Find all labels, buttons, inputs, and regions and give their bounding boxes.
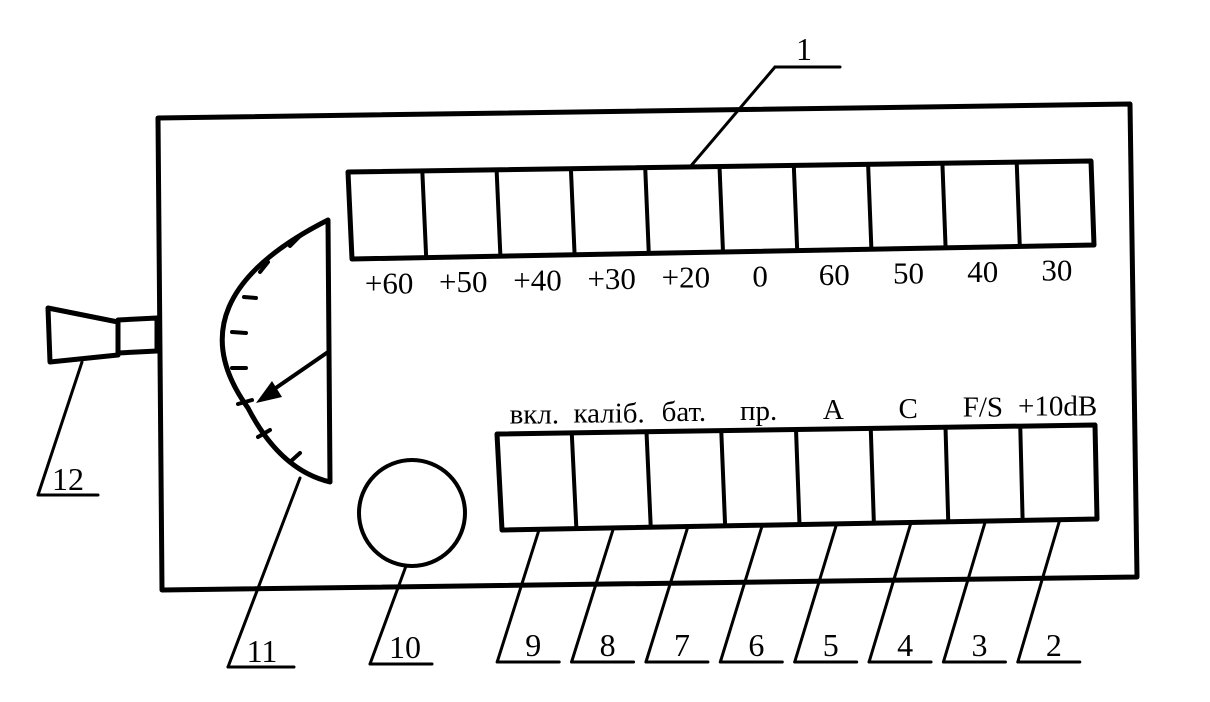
range-cell-divider: [568, 166, 577, 257]
button-callout-number: 4: [897, 627, 913, 663]
button-callout-leader: [793, 522, 839, 664]
scale-label: 50: [893, 256, 924, 291]
range-cell-divider: [420, 168, 429, 260]
button-callout-leader: [1016, 518, 1062, 664]
button-label: бат.: [662, 396, 707, 428]
meter-tick: [236, 398, 254, 406]
scale-label: +50: [439, 264, 487, 299]
button-callout-leader: [570, 526, 616, 664]
button-callout-number: 8: [600, 627, 616, 663]
button-label: A: [823, 394, 844, 426]
microphone: [45, 305, 160, 365]
callout-knob: 10: [368, 564, 434, 666]
scale-label: 0: [752, 258, 768, 293]
button-callout-leader: [941, 519, 987, 664]
scale-labels: +60 +50 +40 +30 +20 0 60 50 40 30: [365, 253, 1073, 301]
button-callout-number: 7: [674, 627, 690, 663]
scale-label: 60: [819, 257, 850, 292]
analog-meter: [219, 217, 333, 485]
button-callout-leader: [867, 520, 913, 664]
button-cell-divider: [868, 426, 876, 526]
round-knob: [357, 458, 467, 568]
button-cell-divider: [569, 430, 579, 531]
button-callout-leader: [495, 527, 541, 664]
range-cell-divider: [866, 162, 874, 252]
range-cell-divider: [643, 165, 651, 256]
meter-tick: [288, 451, 302, 464]
button-callout-leader: [718, 523, 764, 664]
meter-tick: [256, 428, 272, 439]
range-cell-divider: [494, 167, 503, 259]
meter-needle: [268, 350, 330, 394]
button-callouts: 9 8 7 6 5 4 3 2: [495, 518, 1082, 664]
range-switch-strip: [345, 158, 1097, 262]
scale-label: 40: [967, 254, 998, 289]
meter-tick: [242, 295, 258, 300]
control-button-strip: [494, 422, 1100, 533]
button-callout-number: 6: [748, 627, 764, 663]
button-cell-divider: [644, 429, 653, 530]
button-callout-number: 2: [1046, 627, 1062, 663]
callout-meter: 11: [226, 476, 302, 669]
button-label: вкл.: [510, 398, 560, 430]
button-callout-leader: [644, 525, 690, 664]
callout-label-11: 11: [247, 633, 278, 669]
meter-tick: [258, 260, 270, 274]
button-callout-number: 9: [525, 627, 541, 663]
scale-label: +20: [662, 260, 710, 295]
range-cell-divider: [1014, 160, 1022, 249]
callout-label-10: 10: [389, 629, 421, 665]
button-label: F/S: [963, 392, 1003, 424]
callout-microphone: 12: [36, 360, 100, 497]
button-label: +10dB: [1018, 391, 1097, 423]
meter-tick: [230, 330, 248, 335]
button-cell-divider: [719, 428, 728, 528]
button-label: пр.: [740, 395, 777, 427]
button-cell-divider: [1018, 424, 1025, 523]
button-callout-number: 5: [823, 627, 839, 663]
button-label: C: [898, 393, 917, 425]
button-label: калiб.: [573, 397, 644, 429]
needle-arrowhead: [256, 381, 282, 403]
callout-range-switch: 1: [688, 31, 842, 169]
meter-ticks: [230, 234, 302, 464]
device-body: [155, 101, 1140, 593]
range-cell-divider: [717, 164, 725, 254]
button-cell-divider: [943, 425, 951, 524]
callout-label-1: 1: [796, 31, 812, 67]
button-labels: вкл. калiб. бат. пр. A C F/S +10dB: [510, 391, 1098, 431]
scale-label: +30: [587, 261, 635, 296]
callout-label-12: 12: [52, 461, 84, 497]
scale-label: 30: [1041, 253, 1072, 288]
button-callout-number: 3: [971, 627, 987, 663]
range-cell-divider: [791, 163, 800, 253]
meter-tick: [288, 234, 302, 248]
scale-label: +60: [365, 265, 413, 300]
scale-label: +40: [513, 263, 561, 298]
range-cell-divider: [940, 161, 948, 250]
button-cell-divider: [794, 427, 802, 527]
